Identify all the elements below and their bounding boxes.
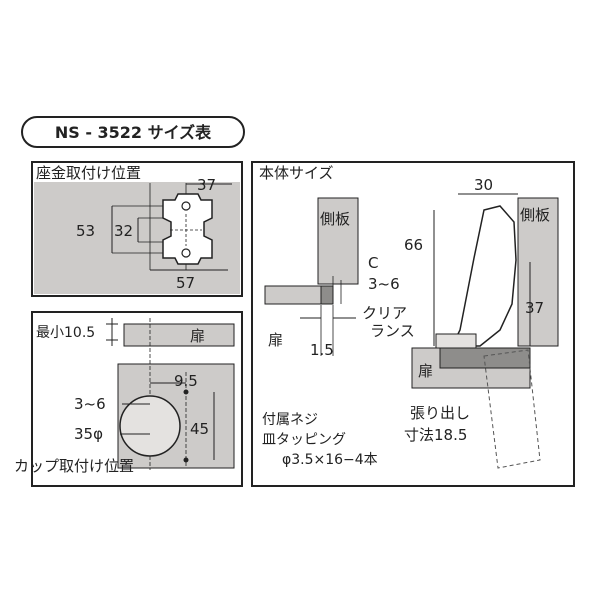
- dim-37-body: 37: [525, 299, 544, 317]
- mount-plate-heading: 座金取付け位置: [36, 164, 141, 182]
- clearance-line2: ランス: [370, 322, 415, 340]
- door-label-cup: 扉: [190, 327, 205, 345]
- overhang-line1: 張り出し: [410, 404, 470, 422]
- screws-line1: 付属ネジ: [262, 412, 318, 428]
- dim-45: 45: [190, 420, 209, 438]
- page-title: NS - 3522 サイズ表: [55, 123, 212, 142]
- clearance-line1: クリア: [362, 304, 407, 322]
- body-panel: 本体サイズ 側板 扉 1.5 C 3~6 クリア ランス 側板 扉 30 66: [251, 161, 575, 487]
- hinge-arm: [450, 205, 517, 347]
- overhang-line2: 寸法18.5: [404, 426, 467, 444]
- screws-line2: 皿タッピング: [262, 432, 346, 448]
- dim-32: 32: [114, 222, 133, 240]
- min-label: 最小10.5: [36, 325, 95, 341]
- dim-1-5: 1.5: [310, 341, 334, 359]
- c-range: 3~6: [368, 275, 400, 293]
- c-label: C: [368, 254, 378, 272]
- screws-line3: φ3.5×16−4本: [282, 452, 378, 468]
- dim-30: 30: [474, 176, 493, 194]
- cup-circle: [119, 395, 181, 457]
- side-panel-label-right: 側板: [520, 206, 550, 224]
- side-panel-label-left: 側板: [320, 210, 350, 228]
- dim-3-6-cup: 3~6: [74, 395, 106, 413]
- cup-panel: 最小10.5 扉 9.5 3~6 35φ 45 カップ取付け位置: [14, 311, 243, 487]
- door-label-right: 扉: [418, 362, 433, 380]
- dim-66: 66: [404, 236, 423, 254]
- dim-57: 57: [176, 274, 195, 292]
- dim-9-5: 9.5: [174, 372, 198, 390]
- door-label-left: 扉: [268, 331, 283, 349]
- mount-plate-panel: 座金取付け位置 37 53 32 57: [31, 161, 243, 297]
- mount-plate-shape: [162, 193, 213, 265]
- dim-37-plate: 37: [197, 176, 216, 194]
- dim-53: 53: [76, 222, 95, 240]
- cup-heading: カップ取付け位置: [14, 457, 134, 475]
- body-heading: 本体サイズ: [259, 164, 334, 182]
- title-badge: NS - 3522 サイズ表: [21, 116, 245, 148]
- dim-35-diameter: 35φ: [74, 425, 103, 443]
